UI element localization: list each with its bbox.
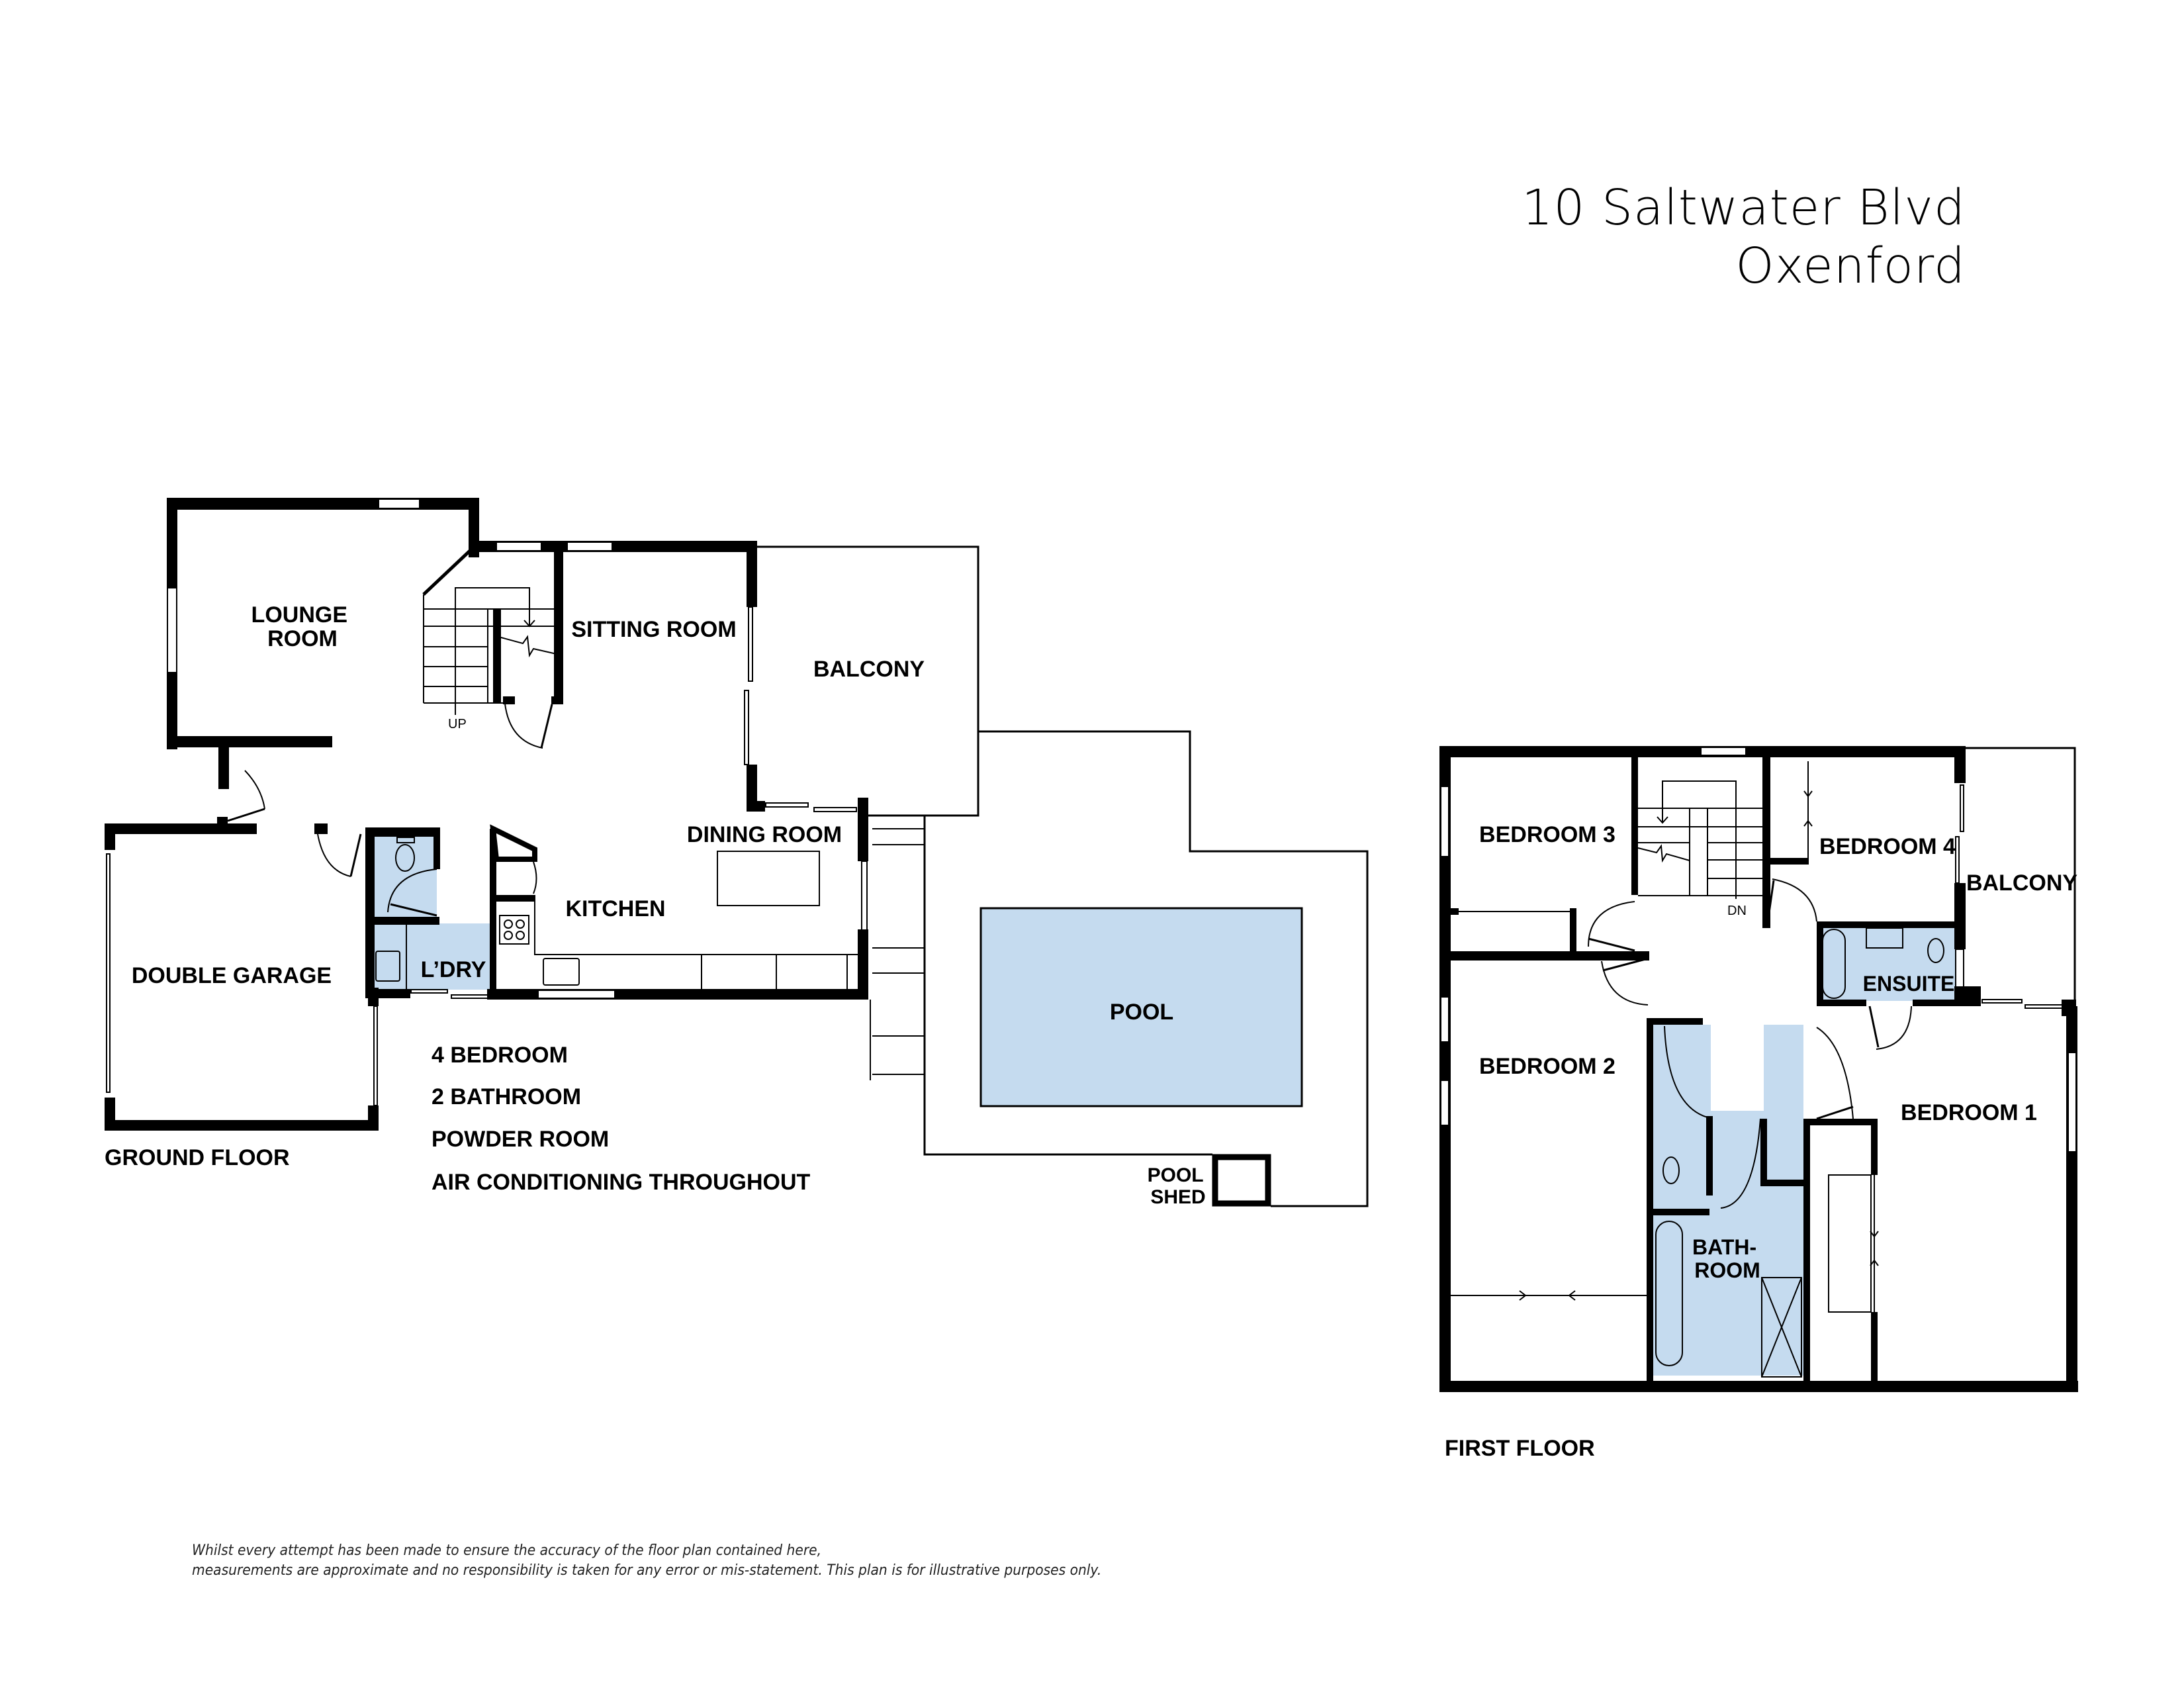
toilet-icon bbox=[1927, 938, 1944, 963]
window bbox=[567, 541, 613, 551]
room-label-balcony: BALCONY bbox=[813, 657, 925, 682]
wall bbox=[365, 827, 375, 998]
pool-shed-structure bbox=[1212, 1154, 1271, 1207]
window bbox=[1440, 786, 1449, 857]
laundry-floor bbox=[374, 923, 490, 990]
wall bbox=[365, 827, 439, 837]
window bbox=[1955, 949, 1964, 990]
address-street: 10 Saltwater Blvd bbox=[1522, 179, 1966, 236]
wall bbox=[105, 823, 257, 834]
room-label-bedroom-4: BEDROOM 4 bbox=[1819, 834, 1956, 859]
window bbox=[167, 587, 177, 673]
sliding-door bbox=[1955, 836, 1960, 884]
sliding-door bbox=[451, 994, 488, 999]
wall bbox=[858, 798, 868, 861]
sliding-door bbox=[1960, 784, 1964, 832]
wall bbox=[747, 765, 757, 811]
wall bbox=[503, 696, 515, 704]
toilet-icon bbox=[1662, 1156, 1680, 1184]
kitchen-sink bbox=[543, 958, 580, 986]
disclaimer-line: measurements are approximate and no resp… bbox=[192, 1562, 1102, 1579]
room-label-laundry: L’DRY bbox=[421, 957, 486, 982]
wall bbox=[167, 498, 478, 510]
wall bbox=[747, 801, 765, 812]
sliding-door bbox=[744, 690, 749, 765]
room-label-pool: POOL bbox=[1110, 1000, 1173, 1025]
feature-item: 2 BATHROOM bbox=[432, 1084, 581, 1109]
wall bbox=[747, 541, 757, 607]
room-label-bedroom-1: BEDROOM 1 bbox=[1901, 1100, 2037, 1125]
window bbox=[1440, 1080, 1449, 1126]
window bbox=[2068, 1052, 2077, 1152]
room-label-kitchen: KITCHEN bbox=[565, 896, 665, 921]
sliding-door bbox=[2025, 1004, 2066, 1009]
feature-item: POWDER ROOM bbox=[432, 1127, 609, 1152]
stairs-down-label: DN bbox=[1727, 904, 1747, 918]
disclaimer: Whilst every attempt has been made to en… bbox=[192, 1541, 1101, 1581]
window bbox=[1700, 747, 1747, 756]
room-label-bedroom-2: BEDROOM 2 bbox=[1479, 1054, 1615, 1079]
room-label-lounge: LOUNGE ROOM bbox=[251, 602, 354, 651]
room-label-first-balcony: BALCONY bbox=[1966, 870, 2077, 896]
window bbox=[1440, 996, 1449, 1043]
first-balcony-outline bbox=[1964, 747, 2076, 1006]
toilet-icon bbox=[395, 844, 415, 872]
bathtub bbox=[1822, 929, 1846, 999]
window bbox=[496, 541, 542, 551]
wall bbox=[551, 696, 563, 704]
wall bbox=[1439, 746, 1451, 1391]
room-label-bedroom-3: BEDROOM 3 bbox=[1479, 822, 1615, 847]
deck-steps bbox=[870, 828, 925, 1080]
ground-floor-label: GROUND FLOOR bbox=[105, 1145, 290, 1170]
wall bbox=[490, 829, 496, 994]
disclaimer-line: Whilst every attempt has been made to en… bbox=[192, 1542, 822, 1559]
wall bbox=[1451, 951, 1649, 961]
first-staircase: DN bbox=[1637, 780, 1762, 918]
powder-room-floor bbox=[374, 834, 437, 920]
window bbox=[861, 861, 868, 937]
room-label-pool-shed: POOL SHED bbox=[1148, 1164, 1209, 1208]
garage-door bbox=[373, 1006, 378, 1106]
dining-table bbox=[717, 851, 820, 906]
door-swing bbox=[504, 703, 543, 749]
window bbox=[537, 990, 615, 999]
sliding-door bbox=[765, 802, 809, 808]
first-floor-label: FIRST FLOOR bbox=[1445, 1436, 1595, 1461]
garage-door bbox=[106, 853, 111, 1093]
wall bbox=[167, 736, 332, 747]
wardrobe bbox=[1828, 1174, 1872, 1313]
cooktop bbox=[499, 915, 529, 945]
ground-staircase: UP bbox=[424, 587, 557, 731]
window bbox=[378, 498, 420, 509]
feature-item: 4 BEDROOM bbox=[432, 1043, 568, 1068]
pool-water bbox=[979, 907, 1303, 1107]
property-features-list: 4 BEDROOM 2 BATHROOM POWDER ROOM AIR CON… bbox=[432, 1043, 811, 1195]
address-suburb: Oxenford bbox=[1735, 238, 1966, 295]
sliding-door bbox=[813, 807, 857, 812]
room-label-dining-room: DINING ROOM bbox=[687, 822, 842, 847]
wall bbox=[218, 736, 229, 789]
sliding-door bbox=[410, 989, 448, 994]
wall bbox=[1439, 1381, 2078, 1392]
angled-wall bbox=[422, 549, 471, 596]
ground-floor-plan: UP bbox=[105, 498, 1369, 1208]
sliding-door bbox=[1981, 999, 2023, 1004]
stairs-up-label: UP bbox=[448, 717, 467, 731]
laundry-tub bbox=[375, 951, 400, 982]
property-title: 10 Saltwater Blvd Oxenford bbox=[1522, 179, 1966, 295]
room-label-sitting-room: SITTING ROOM bbox=[571, 617, 736, 642]
feature-item: AIR CONDITIONING THROUGHOUT bbox=[432, 1170, 811, 1195]
room-label-double-garage: DOUBLE GARAGE bbox=[132, 963, 332, 988]
wall bbox=[554, 541, 563, 703]
sliding-door bbox=[748, 606, 753, 682]
room-label-bathroom: BATH- ROOM bbox=[1692, 1235, 1762, 1282]
shower bbox=[1761, 1277, 1802, 1378]
ground-balcony-outline bbox=[752, 545, 979, 817]
vanity-basin bbox=[1866, 927, 1903, 949]
first-floor-plan: DN bbox=[1439, 746, 2078, 1461]
room-label-ensuite: ENSUITE bbox=[1863, 972, 1955, 996]
wall bbox=[858, 929, 868, 1000]
bathtub bbox=[1655, 1221, 1683, 1366]
wall bbox=[105, 1120, 379, 1131]
